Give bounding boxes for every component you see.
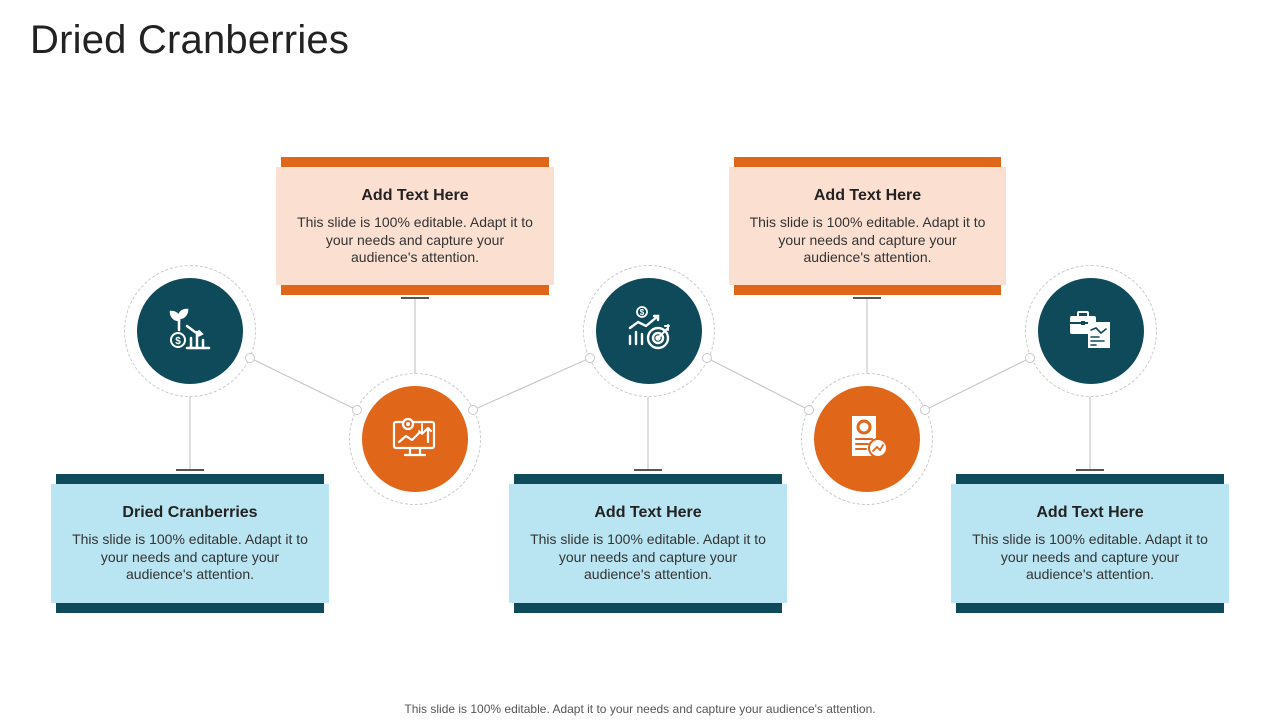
- connector-dot: [702, 353, 712, 363]
- slide-title: Dried Cranberries: [30, 18, 350, 62]
- step-circle-2: [349, 373, 481, 505]
- card-text: This slide is 100% editable. Adapt it to…: [530, 531, 766, 582]
- step-circle-1: $: [124, 265, 256, 397]
- step-circle-4: [801, 373, 933, 505]
- card-title: Add Text Here: [361, 187, 469, 204]
- connector-dot: [468, 405, 478, 415]
- connector-dot: [920, 405, 930, 415]
- connector-dot: [1025, 353, 1035, 363]
- svg-text:$: $: [640, 308, 645, 317]
- plant-money-decline-icon: $: [165, 304, 215, 359]
- card-text: This slide is 100% editable. Adapt it to…: [749, 214, 986, 265]
- connector-dot: [352, 405, 362, 415]
- footer-note: This slide is 100% editable. Adapt it to…: [404, 702, 876, 716]
- card-title: Add Text Here: [813, 187, 922, 204]
- report-document-icon: [842, 412, 892, 467]
- text-card-1: Dried Cranberries This slide is 100% edi…: [51, 474, 329, 613]
- chart-target-icon: $: [624, 304, 674, 359]
- text-card-2: Add Text Here This slide is 100% editabl…: [276, 157, 554, 295]
- connector-dot: [804, 405, 814, 415]
- briefcase-documents-icon: [1066, 304, 1116, 359]
- text-card-3: Add Text Here This slide is 100% editabl…: [509, 474, 787, 613]
- connector-dot: [245, 353, 255, 363]
- text-card-5: Add Text Here This slide is 100% editabl…: [951, 474, 1229, 613]
- card-text: This slide is 100% editable. Adapt it to…: [297, 214, 533, 265]
- card-text: This slide is 100% editable. Adapt it to…: [72, 531, 308, 582]
- card-text: This slide is 100% editable. Adapt it to…: [972, 531, 1208, 582]
- step-circle-5: [1025, 265, 1157, 397]
- card-title: Add Text Here: [594, 504, 702, 521]
- svg-text:$: $: [175, 336, 181, 347]
- step-circle-3: $: [583, 265, 715, 397]
- monitor-gear-chart-icon: [390, 412, 440, 467]
- connector-dot: [585, 353, 595, 363]
- text-card-4: Add Text Here This slide is 100% editabl…: [729, 157, 1006, 295]
- card-title: Dried Cranberries: [122, 504, 258, 521]
- card-title: Add Text Here: [1036, 504, 1144, 521]
